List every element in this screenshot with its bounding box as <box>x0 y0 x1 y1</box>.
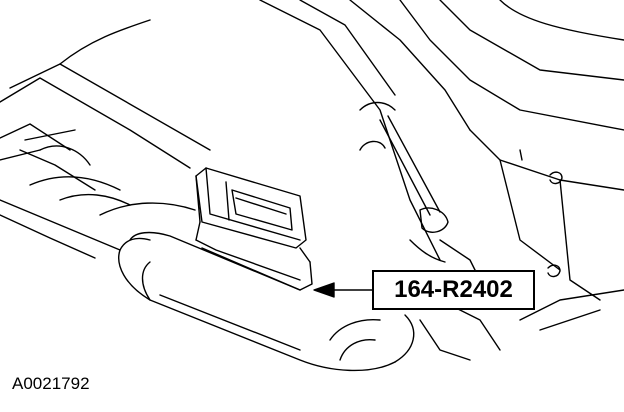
callout-leader-arrow <box>313 282 373 298</box>
floor-pan-panel <box>0 19 211 216</box>
heat-shield <box>0 199 415 372</box>
module-component <box>195 167 313 291</box>
frame-bracket <box>259 0 624 361</box>
callout-label: 164-R2402 <box>372 270 535 310</box>
figure-id: A0021792 <box>12 374 90 393</box>
